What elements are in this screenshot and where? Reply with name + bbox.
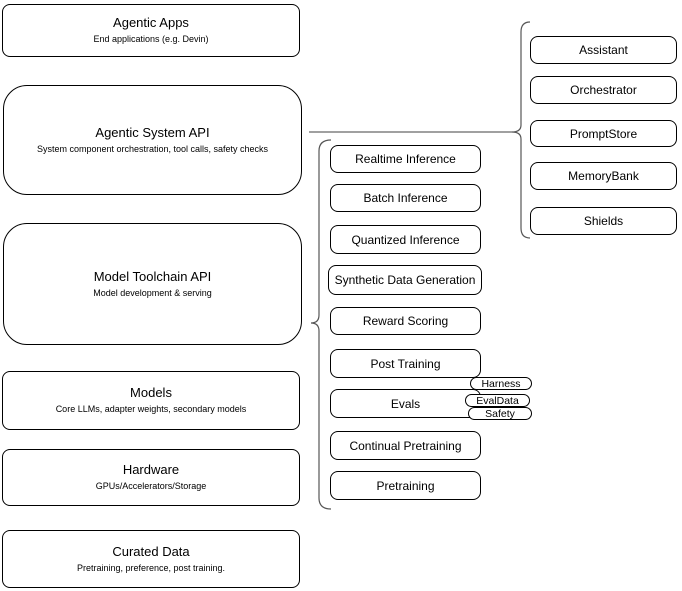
node-batch-inference: Batch Inference [330, 184, 481, 212]
box-subtitle: GPUs/Accelerators/Storage [95, 481, 207, 492]
node-shields: Shields [530, 207, 677, 235]
box-curated-data: Curated Data Pretraining, preference, po… [2, 530, 300, 588]
node-post-training: Post Training [330, 349, 481, 378]
box-title: Curated Data [112, 543, 190, 559]
node-evals: Evals [330, 389, 481, 418]
box-model-toolchain-api: Model Toolchain API Model development & … [3, 223, 302, 345]
box-hardware: Hardware GPUs/Accelerators/Storage [2, 449, 300, 506]
box-title: Hardware [122, 462, 180, 478]
box-title: Agentic System API [95, 124, 210, 140]
box-title: Models [130, 385, 172, 401]
system-services-brace-icon [511, 21, 531, 239]
pill-evaldata: EvalData [465, 394, 530, 407]
node-synthetic-data-generation: Synthetic Data Generation [328, 265, 482, 295]
node-reward-scoring: Reward Scoring [330, 307, 481, 335]
node-realtime-inference: Realtime Inference [330, 145, 481, 173]
box-title: Agentic Apps [113, 15, 189, 31]
box-title: Model Toolchain API [93, 268, 212, 284]
pill-safety: Safety [468, 407, 532, 420]
pill-harness: Harness [470, 377, 532, 390]
box-subtitle: Core LLMs, adapter weights, secondary mo… [55, 404, 247, 415]
node-assistant: Assistant [530, 36, 677, 64]
toolchain-services-brace-icon [310, 139, 332, 510]
box-subtitle: System component orchestration, tool cal… [36, 143, 269, 154]
box-agentic-system-api: Agentic System API System component orch… [3, 85, 302, 195]
box-agentic-apps: Agentic Apps End applications (e.g. Devi… [2, 4, 300, 57]
node-continual-pretraining: Continual Pretraining [330, 431, 481, 460]
box-subtitle: Pretraining, preference, post training. [76, 562, 226, 573]
node-pretraining: Pretraining [330, 471, 481, 500]
box-models: Models Core LLMs, adapter weights, secon… [2, 371, 300, 430]
box-subtitle: End applications (e.g. Devin) [93, 34, 209, 45]
box-subtitle: Model development & serving [93, 287, 212, 298]
node-quantized-inference: Quantized Inference [330, 225, 481, 254]
node-memorybank: MemoryBank [530, 162, 677, 190]
node-orchestrator: Orchestrator [530, 76, 677, 104]
node-promptstore: PromptStore [530, 120, 677, 147]
